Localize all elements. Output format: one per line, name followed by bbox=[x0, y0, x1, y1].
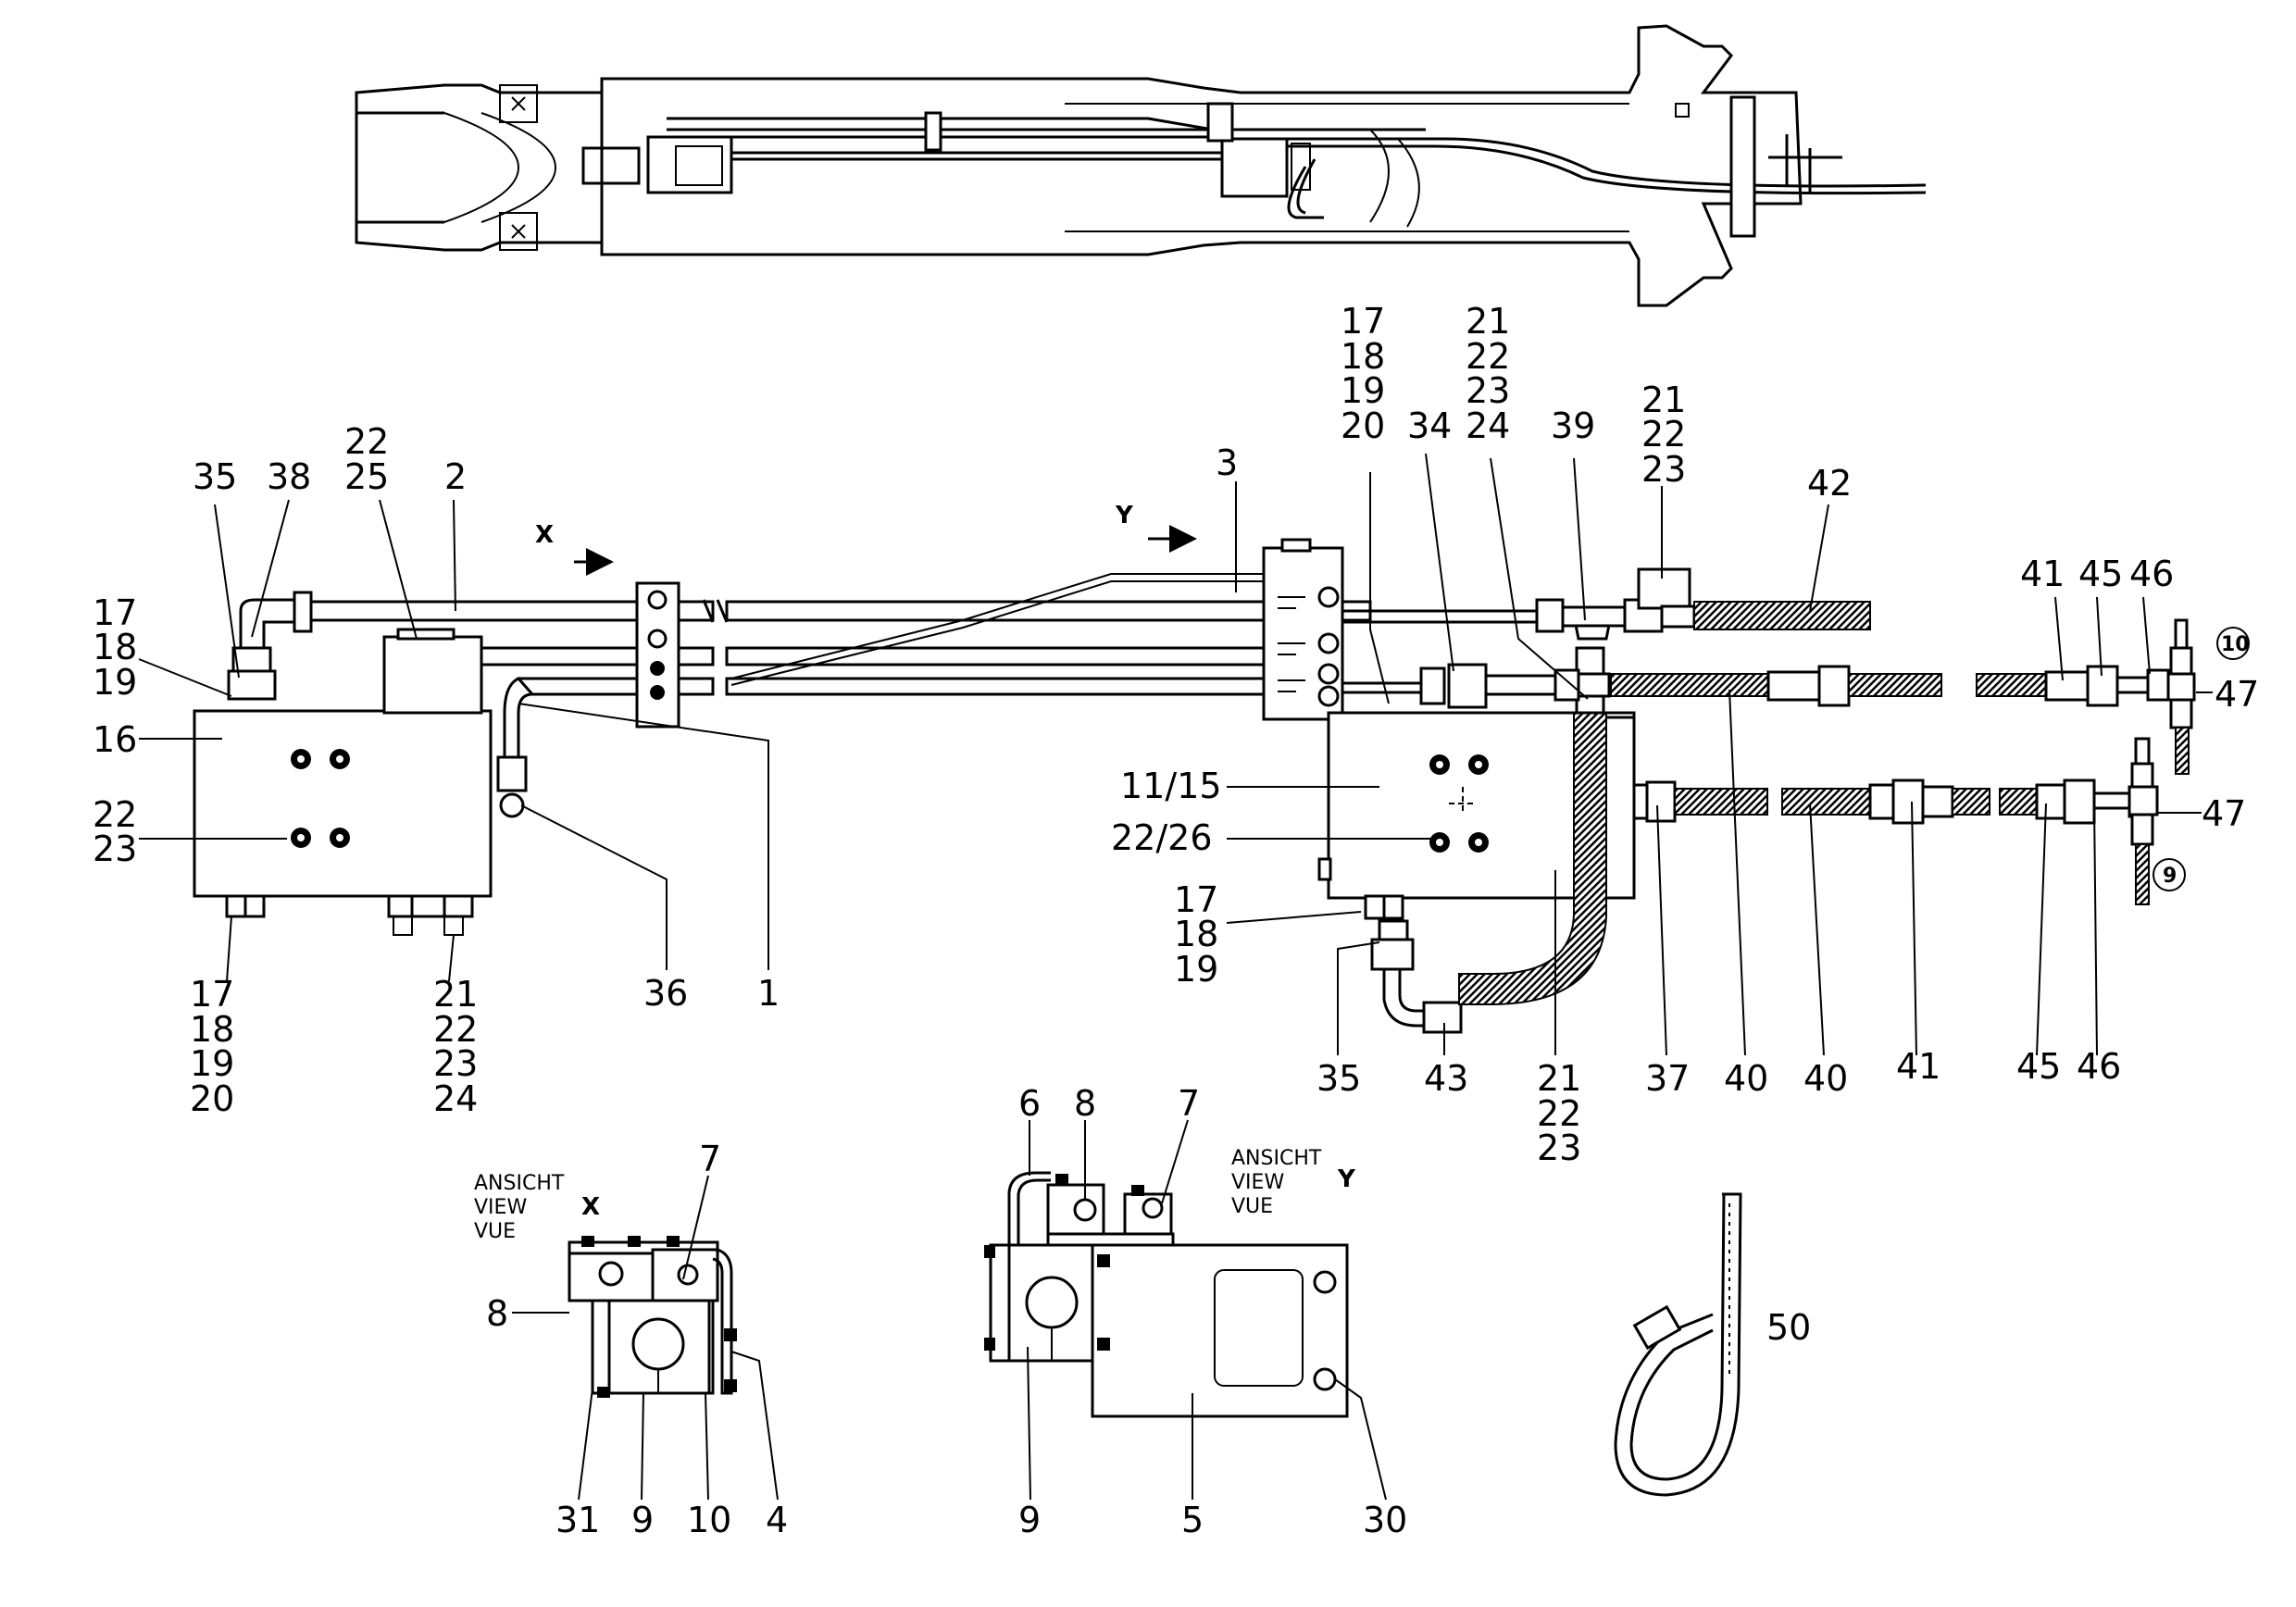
view-x-view: VIEW bbox=[474, 1196, 527, 1219]
callout-21: 21 bbox=[1537, 1058, 1581, 1099]
callout-10-circle bbox=[2216, 627, 2250, 660]
callout-21: 21 bbox=[1641, 380, 1686, 420]
callout-23: 23 bbox=[1537, 1127, 1581, 1168]
callout-25: 25 bbox=[344, 456, 389, 497]
callout-8: 8 bbox=[1074, 1083, 1096, 1124]
callout-41: 41 bbox=[1896, 1046, 1940, 1087]
callout-18: 18 bbox=[190, 1009, 234, 1050]
callout-46: 46 bbox=[2077, 1046, 2121, 1087]
view-y-nuts bbox=[984, 1174, 1144, 1351]
callout-46: 46 bbox=[2129, 554, 2174, 594]
callout-37: 37 bbox=[1645, 1058, 1690, 1099]
callout-9-circle bbox=[2152, 858, 2186, 891]
callout-7: 7 bbox=[1178, 1083, 1200, 1124]
callout-6: 6 bbox=[1018, 1083, 1041, 1124]
block16-bolts bbox=[291, 749, 350, 848]
callout-1: 1 bbox=[757, 973, 780, 1014]
callout-41: 41 bbox=[2020, 554, 2065, 594]
callout-2: 2 bbox=[444, 456, 467, 497]
view-y-view: VIEW bbox=[1231, 1171, 1284, 1194]
callout-22: 22 bbox=[1466, 336, 1510, 377]
callout-23: 23 bbox=[1466, 370, 1510, 411]
callout-23: 23 bbox=[433, 1043, 478, 1084]
view-y-letter: Y bbox=[1337, 1165, 1356, 1193]
callout-22: 22 bbox=[1641, 414, 1686, 455]
callout-34: 34 bbox=[1407, 405, 1452, 446]
callout-36: 36 bbox=[643, 973, 688, 1014]
leader-lines bbox=[138, 453, 2213, 1056]
callout-45: 45 bbox=[2016, 1046, 2061, 1087]
callout-22: 22 bbox=[433, 1009, 478, 1050]
callouts: 35 38 22 25 2 17 18 19 16 22 23 17 18 19… bbox=[93, 301, 2259, 1540]
callout-24: 24 bbox=[433, 1078, 478, 1119]
callout-7: 7 bbox=[699, 1139, 721, 1179]
callout-40: 40 bbox=[1724, 1058, 1768, 1099]
callout-35: 35 bbox=[1316, 1058, 1361, 1099]
valve-block-bolts bbox=[1429, 754, 1489, 853]
arrow-x-label: X bbox=[535, 521, 554, 549]
callout-22: 22 bbox=[93, 794, 137, 835]
callout-17: 17 bbox=[190, 974, 234, 1015]
callout-45: 45 bbox=[2078, 554, 2123, 594]
callout-40: 40 bbox=[1803, 1058, 1848, 1099]
callout-42: 42 bbox=[1807, 463, 1852, 504]
callout-19: 19 bbox=[93, 662, 137, 703]
view-x-vue: VUE bbox=[474, 1220, 516, 1243]
callout-19: 19 bbox=[190, 1043, 234, 1084]
callout-47: 47 bbox=[2215, 674, 2259, 715]
view-y-vue: VUE bbox=[1231, 1195, 1273, 1218]
view-y-detail: ANSICHT VIEW VUE Y bbox=[984, 1119, 1387, 1501]
callout-18: 18 bbox=[93, 627, 137, 667]
view-arrows: X Y bbox=[535, 502, 1197, 576]
arrow-y-label: Y bbox=[1115, 502, 1134, 529]
callout-17: 17 bbox=[1341, 301, 1385, 342]
view-y-ansicht: ANSICHT bbox=[1231, 1147, 1322, 1170]
callout-39: 39 bbox=[1551, 405, 1595, 446]
callout-17: 17 bbox=[1174, 879, 1218, 920]
view-x-detail: ANSICHT VIEW VUE X bbox=[474, 1172, 779, 1501]
callout-22-26: 22/26 bbox=[1111, 817, 1213, 858]
callout-50: 50 bbox=[1766, 1307, 1811, 1348]
view-x-letter: X bbox=[581, 1193, 600, 1221]
callout-24: 24 bbox=[1466, 405, 1510, 446]
callout-8: 8 bbox=[486, 1293, 508, 1334]
callout-9: 9 bbox=[631, 1500, 654, 1540]
callout-5: 5 bbox=[1181, 1500, 1204, 1540]
callout-16: 16 bbox=[93, 719, 137, 760]
callout-21: 21 bbox=[433, 974, 478, 1015]
boom-overview bbox=[355, 24, 1927, 307]
callout-43: 43 bbox=[1424, 1058, 1468, 1099]
callout-38: 38 bbox=[267, 456, 311, 497]
callout-47: 47 bbox=[2202, 793, 2246, 834]
callout-20: 20 bbox=[1341, 405, 1385, 446]
callout-23: 23 bbox=[93, 828, 137, 869]
callout-10: 10 bbox=[687, 1500, 731, 1540]
view-x-nuts bbox=[581, 1236, 737, 1398]
callout-9: 9 bbox=[2163, 865, 2177, 888]
callout-22: 22 bbox=[344, 421, 389, 462]
clamp-x-bolts bbox=[647, 590, 668, 700]
callout-17: 17 bbox=[93, 592, 137, 633]
callout-19: 19 bbox=[1341, 370, 1385, 411]
callout-35: 35 bbox=[193, 456, 237, 497]
cable-tie bbox=[1614, 1192, 1742, 1497]
callout-20: 20 bbox=[190, 1078, 234, 1119]
callout-19: 19 bbox=[1174, 949, 1218, 990]
view-x-ansicht: ANSICHT bbox=[474, 1172, 565, 1195]
callout-9: 9 bbox=[1018, 1500, 1041, 1540]
callout-23: 23 bbox=[1641, 449, 1686, 490]
callout-18: 18 bbox=[1174, 914, 1218, 954]
callout-22: 22 bbox=[1537, 1093, 1581, 1134]
callout-18: 18 bbox=[1341, 336, 1385, 377]
valve-bolts bbox=[1317, 586, 1340, 707]
callout-11-15: 11/15 bbox=[1120, 766, 1222, 806]
callout-31: 31 bbox=[555, 1500, 600, 1540]
callout-10: 10 bbox=[2221, 633, 2250, 656]
callout-21: 21 bbox=[1466, 301, 1510, 342]
callout-4: 4 bbox=[766, 1500, 788, 1540]
callout-30: 30 bbox=[1363, 1500, 1407, 1540]
callout-3: 3 bbox=[1216, 442, 1238, 483]
main-hydraulic-assembly bbox=[193, 538, 2196, 1034]
